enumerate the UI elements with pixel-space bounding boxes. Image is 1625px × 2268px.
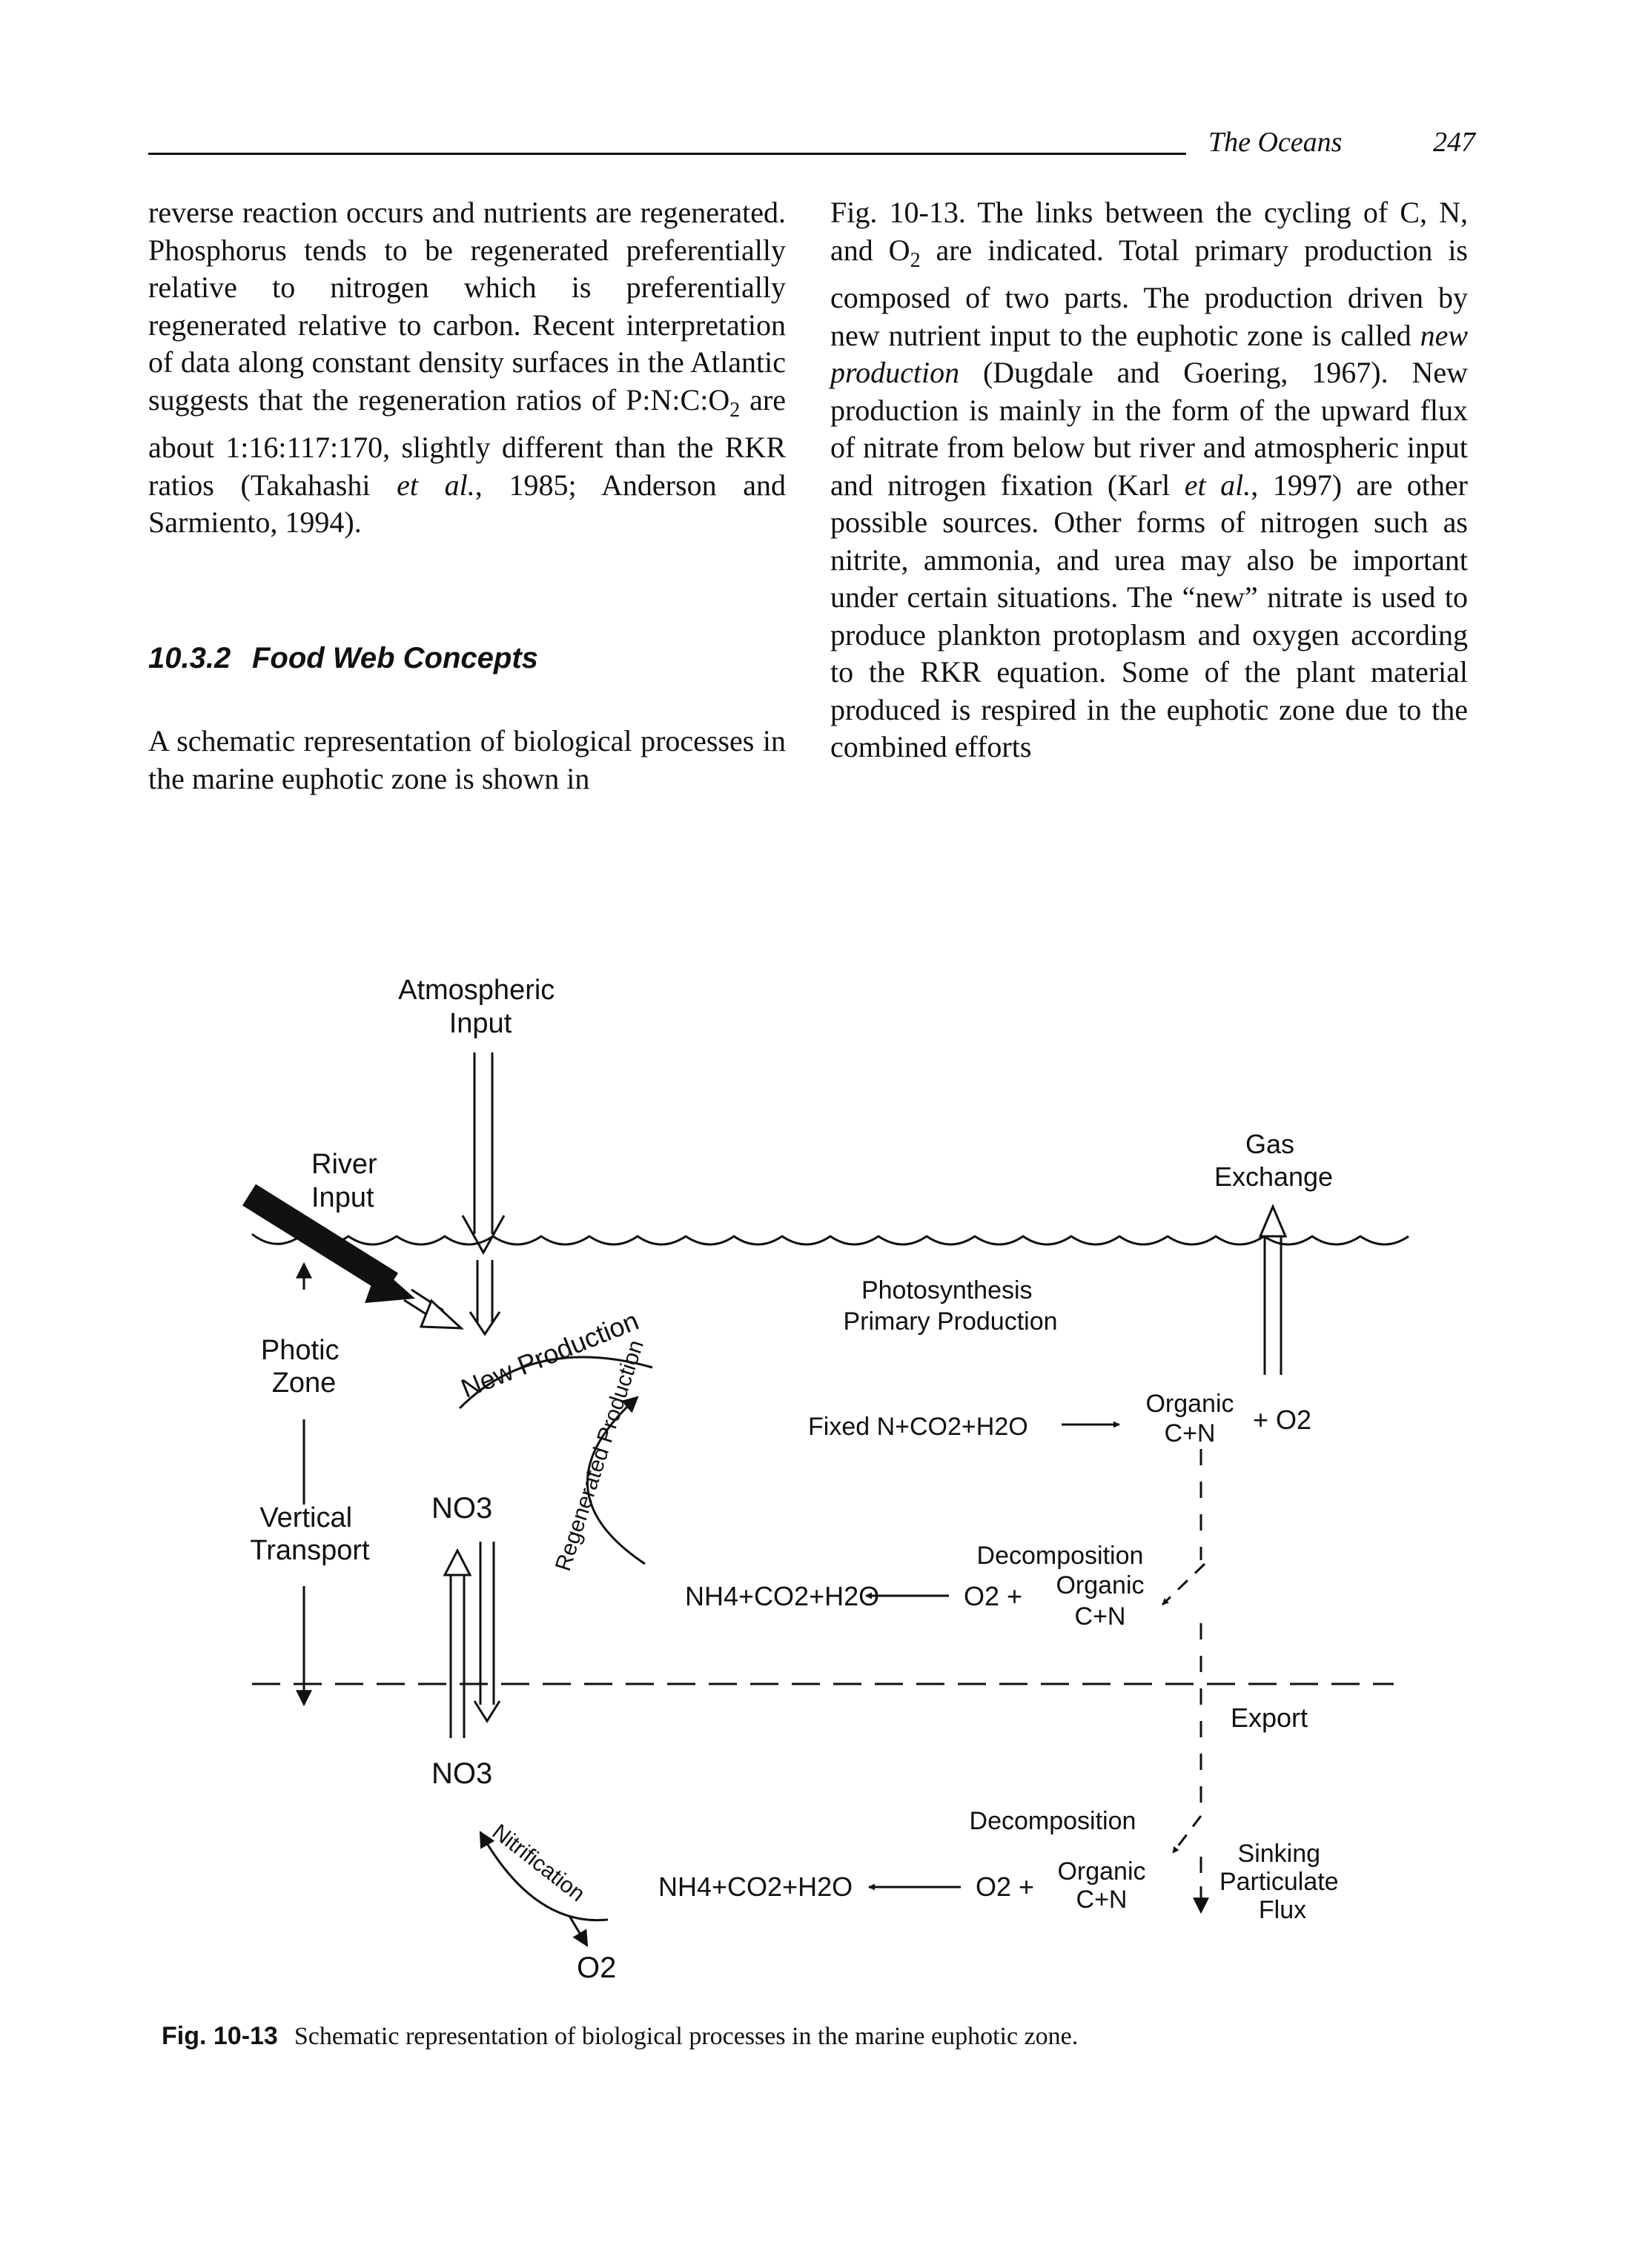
export-label: Export (1231, 1702, 1308, 1733)
gas-exchange-arrowhead (1258, 1204, 1288, 1238)
section-number: 10.3.2 (148, 641, 231, 674)
river-input-label: River Input (311, 1149, 385, 1213)
nitrification-o2-arrow (568, 1915, 589, 1947)
river-input-arrowhead (365, 1266, 415, 1303)
river-input-arrow (242, 1184, 399, 1295)
paragraph-new-production: Fig. 10-13. The links between the cyclin… (830, 196, 1468, 763)
regenerated-production-label: Regenerated Production (551, 1337, 649, 1574)
paragraph-regeneration: reverse reaction occurs and nutrients ar… (148, 196, 786, 539)
paragraph-food-web-intro: A schematic representation of biological… (148, 724, 786, 795)
c-plus-n-label-upper: C+N (1165, 1419, 1216, 1448)
organic-dashed-to-decomposition (1161, 1562, 1206, 1606)
new-production-arc (458, 1356, 653, 1410)
atmospheric-input-arrowhead (461, 1215, 506, 1256)
plus-o2-label: + O2 (1253, 1405, 1311, 1435)
ammonium-products-label-lower: NH4+CO2+H2O (658, 1871, 853, 1902)
caption-label: Fig. 10-13 (162, 2022, 278, 2050)
caption-text: Schematic representation of biological p… (294, 2023, 1079, 2050)
ammonium-products-label-upper: NH4+CO2+H2O (685, 1581, 879, 1611)
decomposition-label-upper: Decomposition (977, 1542, 1144, 1570)
atmospheric-input-label: Atmospheric Input (398, 975, 563, 1039)
running-header: The Oceans 247 (148, 126, 1475, 170)
organic-label-upper: Organic (1145, 1390, 1234, 1418)
decomposition-label-lower: Decomposition (970, 1807, 1136, 1835)
organic-label-mid: Organic (1056, 1571, 1144, 1599)
no3-label-lower: NO3 (431, 1757, 492, 1790)
nitrification-label: Nitrification (488, 1820, 589, 1906)
c-plus-n-label-mid: C+N (1075, 1602, 1126, 1631)
no3-downward-arrowhead (473, 1700, 501, 1723)
regenerated-production-arc (586, 1396, 646, 1565)
page-number: 247 (1433, 127, 1475, 158)
river-input-hollow-arrowhead (419, 1299, 464, 1330)
sinking-flux-label: Sinking Particulate Flux (1219, 1840, 1346, 1924)
sea-surface-wave (251, 1233, 1409, 1246)
right-column: Fig. 10-13. The links between the cyclin… (830, 194, 1468, 766)
section-heading: 10.3.2 Food Web Concepts (148, 640, 786, 677)
figure-caption: Fig. 10-13 Schematic representation of bi… (162, 2022, 1078, 2051)
export-dashed-to-decomposition (1171, 1815, 1202, 1854)
no3-upward-arrowhead (443, 1548, 472, 1576)
no3-label-upper: NO3 (431, 1492, 492, 1525)
running-header-title: The Oceans (1208, 127, 1343, 158)
fixed-reaction-label: Fixed N+CO2+H2O (808, 1413, 1028, 1441)
vertical-transport-label: Vertical Transport (250, 1502, 370, 1566)
atmospheric-subsurface-arrowhead (469, 1311, 501, 1336)
o2-plus-label-lower: O2 + (976, 1871, 1034, 1902)
o2-label-bottom: O2 (577, 1952, 616, 1984)
photosynthesis-label: Photosynthesis Primary Production (843, 1276, 1057, 1336)
left-column: reverse reaction occurs and nutrients ar… (148, 194, 786, 798)
nitrification-arc (479, 1831, 609, 1922)
section-title: Food Web Concepts (252, 641, 538, 674)
o2-plus-label-upper: O2 + (964, 1581, 1022, 1611)
gas-exchange-label: Gas Exchange (1214, 1129, 1333, 1192)
organic-label-lower: Organic (1057, 1857, 1145, 1886)
c-plus-n-label-lower: C+N (1076, 1886, 1128, 1914)
photic-zone-label: Photic Zone (261, 1335, 347, 1399)
header-rule (148, 153, 1186, 155)
